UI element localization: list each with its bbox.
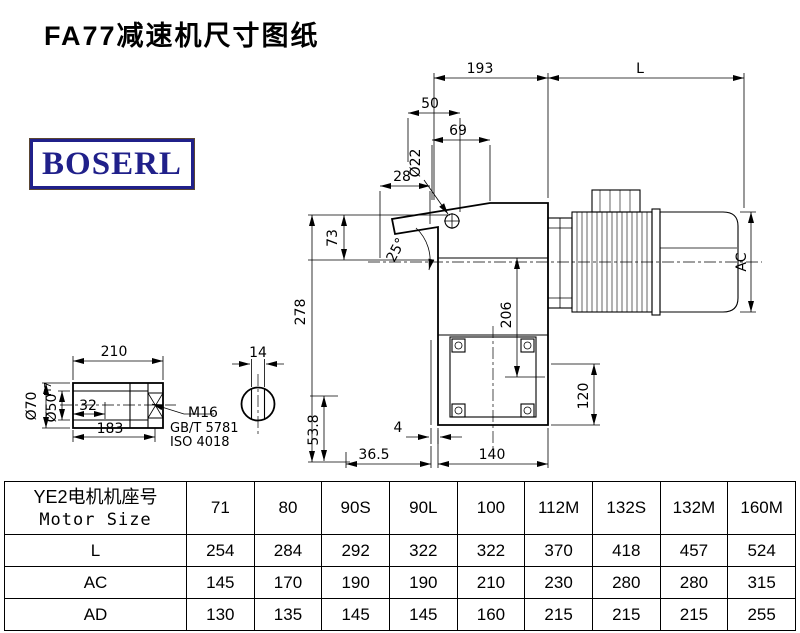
table-cell: 215 — [524, 598, 593, 631]
dim-183: 183 — [97, 421, 124, 437]
table-row-AC: AC 145 170 190 190 210 230 280 280 315 — [4, 566, 796, 599]
dimension-labels: 193 L 50 69 Ø22 28 73 25° 278 206 AC 120… — [24, 61, 750, 463]
terminal-box — [591, 189, 641, 213]
table-cell: 254 — [186, 534, 255, 567]
table-cell: 210 — [456, 566, 526, 599]
table-cell: 160 — [456, 598, 526, 631]
table-header-row: YE2电机机座号 Motor Size 71 80 90S 90L 100 11… — [4, 481, 796, 535]
dim-L: L — [636, 61, 644, 77]
table-cell: 418 — [591, 534, 661, 567]
dim-14: 14 — [249, 345, 267, 361]
table-cell: 524 — [727, 534, 796, 567]
thread-standard-iso: ISO 4018 — [170, 435, 230, 450]
motor-size-col: 100 — [456, 481, 526, 535]
centerlines — [60, 261, 762, 450]
table-cell: 280 — [659, 566, 729, 599]
header-en: Motor Size — [39, 510, 152, 530]
thread-label: M16 — [188, 405, 218, 421]
dim-dia50-tolerance: H7 — [43, 382, 54, 396]
dim-4: 4 — [394, 420, 403, 436]
dim-210: 210 — [101, 344, 128, 360]
dimension-lines — [42, 73, 756, 468]
dim-73: 73 — [325, 229, 341, 247]
table-cell: 292 — [321, 534, 390, 567]
motor-size-col: 80 — [253, 481, 323, 535]
page-title: FA77减速机尺寸图纸 — [44, 21, 320, 51]
dim-50: 50 — [421, 96, 439, 112]
table-cell: 130 — [186, 598, 255, 631]
dim-69: 69 — [449, 123, 467, 139]
dim-32: 32 — [79, 398, 97, 414]
motor-fins — [576, 212, 648, 312]
motor-size-table: YE2电机机座号 Motor Size 71 80 90S 90L 100 11… — [4, 481, 796, 631]
dim-206: 206 — [499, 302, 515, 329]
motor-size-col: 132S — [591, 481, 661, 535]
shaft-section-circle — [240, 386, 276, 422]
table-row-L: L 254 284 292 322 322 370 418 457 524 — [4, 534, 796, 567]
table-cell: 145 — [388, 598, 458, 631]
thread-standard-gb: GB/T 5781 — [170, 421, 239, 436]
dim-25deg: 25° — [384, 235, 410, 264]
main-view-motor — [547, 189, 739, 316]
circle-detail-view — [240, 386, 276, 422]
table-cell: 284 — [253, 534, 323, 567]
table-cell: 190 — [321, 566, 390, 599]
table-cell: 280 — [591, 566, 661, 599]
dim-36-5: 36.5 — [358, 447, 389, 463]
table-cell: 370 — [524, 534, 593, 567]
table-cell: 457 — [659, 534, 729, 567]
table-cell: 190 — [388, 566, 458, 599]
dim-dia22: Ø22 — [408, 149, 424, 178]
motor-size-col: 90S — [321, 481, 390, 535]
gearbox-housing — [390, 202, 549, 426]
table-cell: 215 — [591, 598, 661, 631]
dim-AC: AC — [734, 252, 750, 271]
table-cell: 215 — [659, 598, 729, 631]
table-cell: 145 — [186, 566, 255, 599]
table-row-AD: AD 130 135 145 145 160 215 215 215 255 — [4, 598, 796, 631]
motor-size-col: 71 — [186, 481, 255, 535]
main-view-gearbox — [390, 202, 549, 426]
dim-140: 140 — [479, 447, 506, 463]
table-cell: 322 — [388, 534, 458, 567]
boserl-logo: BOSERL — [30, 139, 194, 189]
dim-278: 278 — [293, 299, 309, 326]
motor-size-col: 112M — [524, 481, 593, 535]
dim-28: 28 — [393, 169, 411, 185]
motor-size-header: YE2电机机座号 Motor Size — [4, 481, 187, 535]
table-cell: 135 — [253, 598, 323, 631]
fan-cowl — [659, 211, 739, 313]
motor-size-col: 160M — [727, 481, 796, 535]
header-cn: YE2电机机座号 — [33, 487, 158, 507]
dim-dia70: Ø70 — [24, 392, 40, 421]
dim-53-8: 53.8 — [306, 414, 322, 445]
row-label: AD — [4, 598, 187, 631]
table-cell: 230 — [524, 566, 593, 599]
dim-193: 193 — [467, 61, 494, 77]
logo-text: BOSERL — [42, 145, 182, 182]
table-cell: 315 — [727, 566, 796, 599]
table-cell: 145 — [321, 598, 390, 631]
motor-size-col: 132M — [659, 481, 729, 535]
row-label: AC — [4, 566, 187, 599]
table-cell: 322 — [456, 534, 526, 567]
dimension-drawing: 193 L 50 69 Ø22 28 73 25° 278 206 AC 120… — [24, 61, 762, 468]
motor-size-col: 90L — [388, 481, 458, 535]
table-cell: 170 — [253, 566, 323, 599]
row-label: L — [4, 534, 187, 567]
table-cell: 255 — [727, 598, 796, 631]
dim-120: 120 — [576, 383, 592, 410]
dim-dia50: Ø50 — [44, 394, 60, 423]
